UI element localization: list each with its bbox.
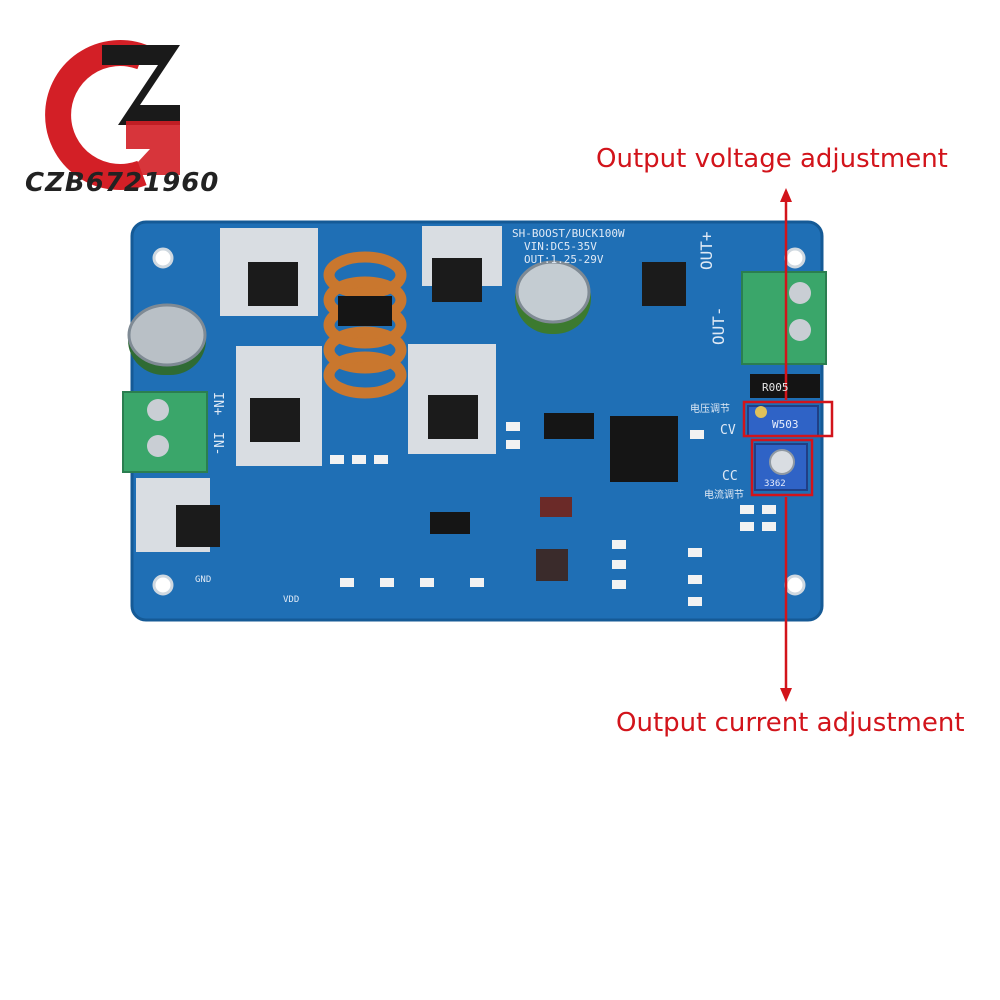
silk-vdd: VDD bbox=[283, 595, 299, 605]
voltage-callout-label: Output voltage adjustment bbox=[596, 144, 948, 174]
silk-gnd: GND bbox=[195, 575, 211, 585]
silk-cv-cn: 电压调节 bbox=[690, 402, 730, 415]
diode bbox=[540, 497, 572, 517]
output-capacitor bbox=[515, 260, 591, 334]
smd-resistors bbox=[330, 422, 776, 606]
silk-in-minus: IN- bbox=[210, 432, 225, 455]
cz-logo-icon bbox=[45, 40, 180, 190]
diode-ss310 bbox=[544, 413, 594, 439]
current-arrowhead bbox=[780, 688, 792, 702]
silk-resistor: R005 bbox=[762, 381, 789, 394]
silk-vout: OUT:1.25-29V bbox=[524, 253, 604, 266]
mounting-hole bbox=[152, 247, 174, 269]
silk-cv: CV bbox=[720, 423, 736, 438]
mounting-hole bbox=[784, 574, 806, 596]
silk-pot-current: 3362 bbox=[764, 479, 786, 489]
output-terminal-block bbox=[741, 271, 827, 365]
silk-out-plus: OUT+ bbox=[697, 231, 716, 270]
voltage-highlight-box bbox=[742, 400, 834, 438]
inductor-core bbox=[338, 296, 392, 326]
current-pot-knob bbox=[769, 449, 795, 475]
silk-model: SH-BOOST/BUCK100W bbox=[512, 227, 625, 240]
silk-cc: CC bbox=[722, 469, 738, 484]
current-callout-label: Output current adjustment bbox=[616, 708, 965, 738]
silk-pot-voltage: W503 bbox=[772, 418, 799, 431]
mounting-hole bbox=[784, 247, 806, 269]
silk-vin: VIN:DC5-35V bbox=[524, 240, 597, 253]
current-highlight-box bbox=[750, 438, 814, 497]
controller-ic bbox=[610, 416, 678, 482]
mcu-chip bbox=[536, 549, 568, 581]
input-capacitor bbox=[127, 303, 207, 375]
silk-out-minus: OUT- bbox=[709, 306, 728, 345]
mosfets bbox=[176, 258, 686, 547]
brand-name: CZB6721960 bbox=[25, 168, 220, 198]
input-terminal-block bbox=[122, 391, 208, 473]
silk-cc-cn: 电流调节 bbox=[704, 488, 744, 501]
voltage-arrowhead bbox=[780, 188, 792, 202]
diode-ss310-2 bbox=[430, 512, 470, 534]
mounting-hole bbox=[152, 574, 174, 596]
voltage-pot-screw bbox=[755, 406, 767, 418]
silk-in-plus: IN+ bbox=[210, 392, 225, 416]
